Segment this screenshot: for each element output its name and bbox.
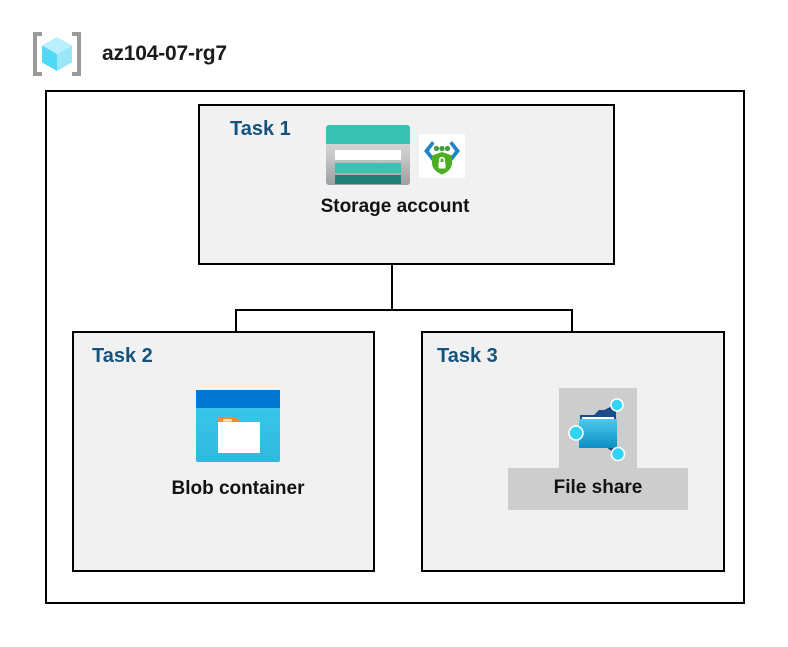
resource-group-header: az104-07-rg7 bbox=[30, 26, 450, 82]
node-storage-account[interactable]: Storage account bbox=[295, 124, 495, 218]
task-1-label: Task 1 bbox=[230, 118, 291, 140]
resource-group-cube-icon bbox=[30, 29, 84, 79]
storage-account-icon-row bbox=[325, 124, 465, 190]
node-blob-container[interactable]: Blob container bbox=[148, 388, 328, 500]
blob-container-caption: Blob container bbox=[171, 478, 305, 499]
connector-horizontal-bus bbox=[235, 309, 573, 311]
file-share-icon-highlight bbox=[559, 388, 637, 468]
task-3-label: Task 3 bbox=[437, 345, 498, 367]
storage-account-caption: Storage account bbox=[320, 196, 470, 217]
blob-container-icon bbox=[196, 390, 280, 462]
file-share-icon bbox=[568, 398, 626, 462]
node-file-share[interactable]: File share bbox=[508, 388, 688, 510]
file-share-caption: File share bbox=[508, 468, 688, 510]
task-2-label: Task 2 bbox=[92, 345, 153, 367]
connector-storage-trunk bbox=[391, 265, 393, 311]
secure-endpoint-icon bbox=[419, 134, 465, 178]
storage-account-icon bbox=[326, 125, 410, 185]
resource-group-title: az104-07-rg7 bbox=[102, 42, 227, 65]
